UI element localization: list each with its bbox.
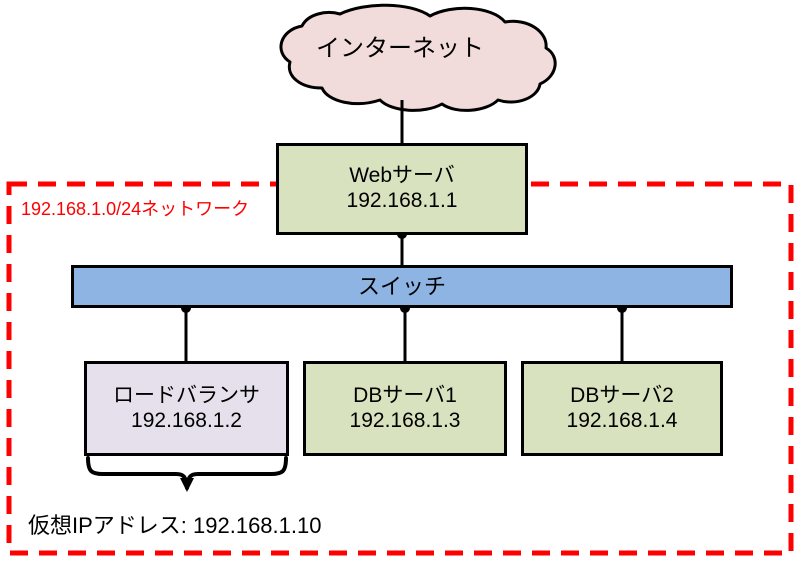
node-db-server-1-title: DBサーバ1 (353, 383, 457, 407)
cloud-icon (279, 3, 557, 112)
node-switch[interactable]: スイッチ (71, 265, 733, 308)
node-load-balancer[interactable]: ロードバランサ 192.168.1.2 (84, 361, 289, 456)
node-switch-title: スイッチ (357, 273, 446, 299)
node-db-server-1[interactable]: DBサーバ1 192.168.1.3 (303, 361, 507, 456)
brace-pointer-icon (180, 478, 194, 492)
node-db-server-2-ip: 192.168.1.4 (566, 408, 678, 432)
node-db-server-1-ip: 192.168.1.3 (349, 408, 461, 432)
node-db-server-2[interactable]: DBサーバ2 192.168.1.4 (521, 361, 723, 456)
network-zone-label: 192.168.1.0/24ネットワーク (21, 199, 250, 219)
node-load-balancer-title: ロードバランサ (113, 383, 260, 407)
virtual-ip-annotation-label: 仮想IPアドレス: 192.168.1.10 (28, 513, 322, 538)
node-web-server-title: Webサーバ (349, 164, 455, 188)
internet-cloud-label: インターネット (316, 35, 484, 62)
node-web-server[interactable]: Webサーバ 192.168.1.1 (276, 143, 528, 235)
node-db-server-2-title: DBサーバ2 (570, 383, 674, 407)
node-load-balancer-ip: 192.168.1.2 (131, 408, 242, 432)
node-web-server-ip: 192.168.1.1 (346, 189, 458, 212)
